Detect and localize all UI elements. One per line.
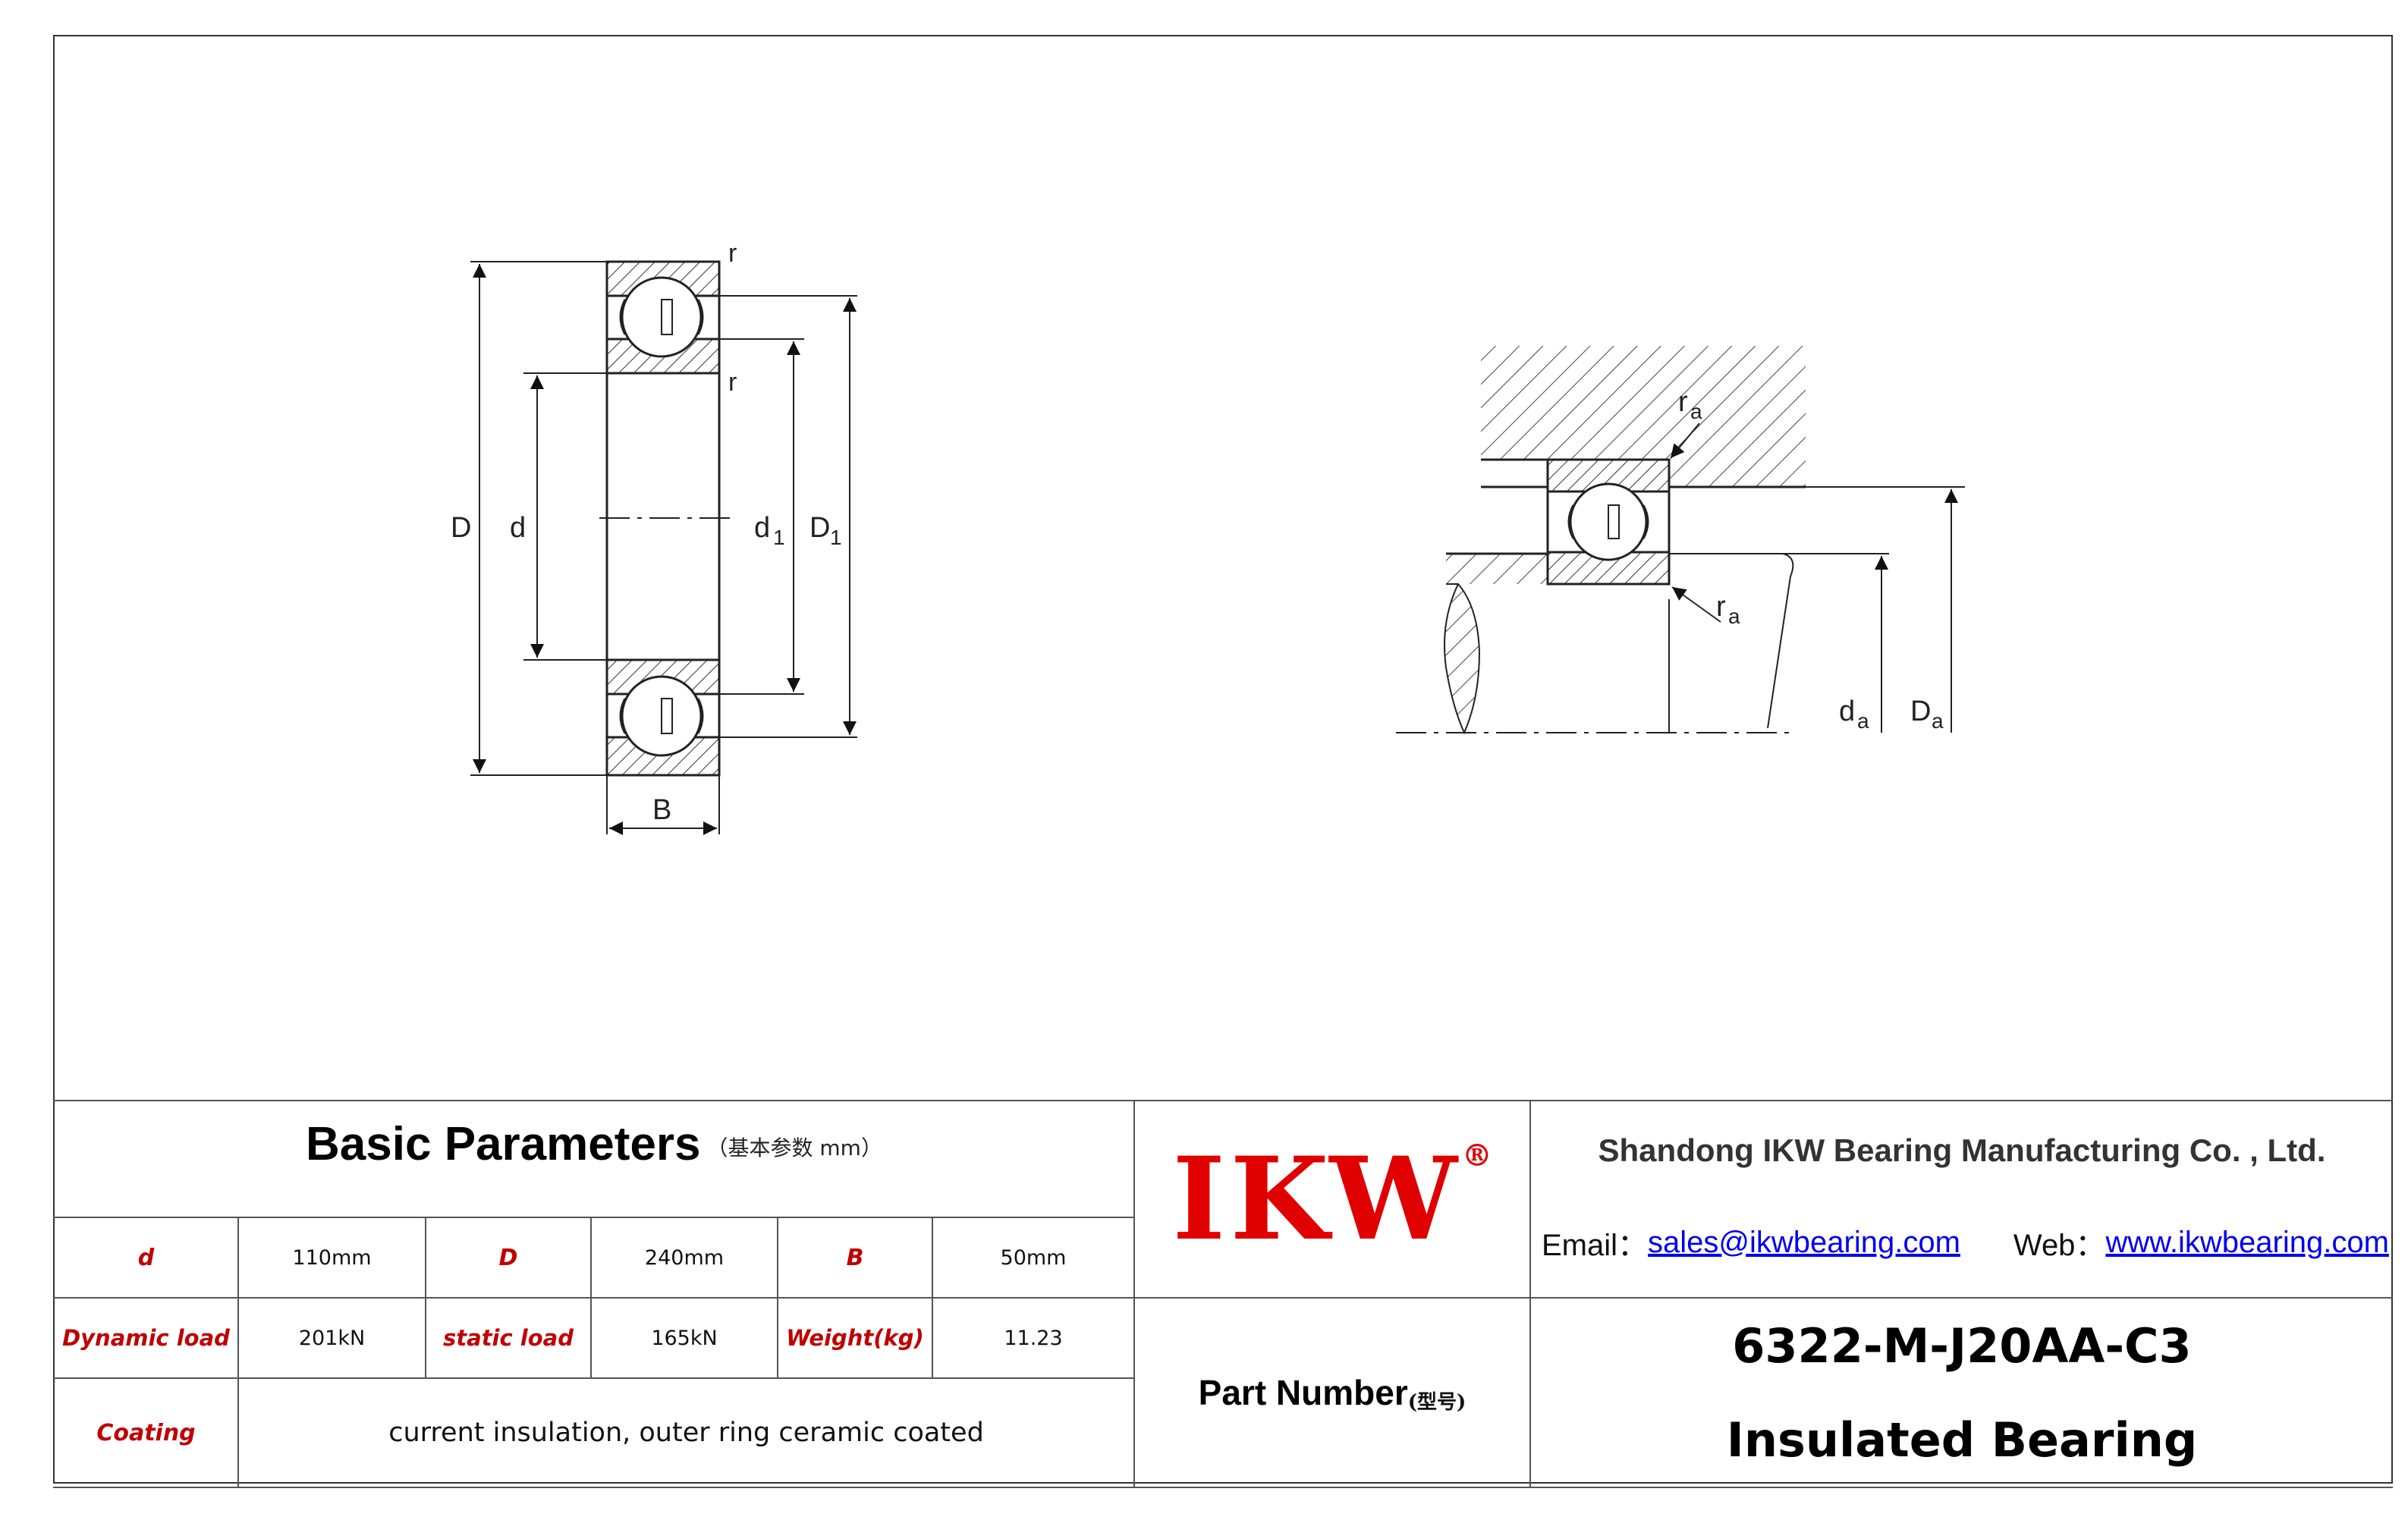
part-number-value: 6322-M-J20AA-C3 (1732, 1317, 2192, 1374)
label-D: D (451, 512, 471, 544)
block-bottom-border (53, 1487, 2393, 1488)
email-link[interactable]: sales@ikwbearing.com (1648, 1225, 1960, 1259)
label-r-top: r (728, 239, 737, 268)
label-D1: D (809, 512, 830, 544)
part-number-label: Part Number (1198, 1373, 1408, 1412)
param-label-dynamic-load: Dynamic load (62, 1325, 230, 1351)
mounting-drawing (1396, 346, 1965, 735)
label-ra-bottom: r (1716, 591, 1726, 623)
params-unit-note: （基本参数 mm） (706, 1135, 882, 1160)
param-label-static-load: static load (443, 1325, 574, 1351)
drawing-sheet-frame (53, 35, 2393, 1484)
label-d: d (510, 512, 526, 544)
param-label-B: B (846, 1244, 864, 1271)
label-ra-bottom-sub: a (1728, 605, 1740, 628)
web-label: Web： (2013, 1229, 2106, 1262)
label-Da-sub: a (1932, 709, 1944, 733)
bearing-section-drawing (470, 260, 857, 835)
param-label-coating: Coating (96, 1419, 196, 1446)
param-value-D: 240mm (644, 1245, 725, 1270)
param-value-d: 110mm (292, 1245, 372, 1270)
label-r-mid: r (728, 368, 737, 397)
company-name: Shandong IKW Bearing Manufacturing Co. ,… (1598, 1132, 2326, 1168)
params-header: Basic Parameters （基本参数 mm） (55, 1101, 1133, 1217)
ikw-logo-text: IKW (1172, 1132, 1462, 1266)
label-ra-top-sub: a (1690, 400, 1702, 423)
company-contacts: Email： sales@ikwbearing.com Web： www.ikw… (1542, 1220, 2391, 1265)
email-label: Email： (1542, 1229, 1649, 1262)
ikw-logo: IKW ® (1135, 1101, 1529, 1297)
param-value-coating: current insulation, outer ring ceramic c… (388, 1418, 984, 1448)
param-label-D: D (498, 1244, 518, 1271)
param-value-static-load: 165kN (651, 1326, 718, 1350)
web-link[interactable]: www.ikwbearing.com (2105, 1225, 2389, 1259)
param-label-weight: Weight(kg) (786, 1325, 924, 1351)
label-da-sub: a (1857, 709, 1869, 733)
label-da: d (1839, 696, 1855, 727)
label-d1: d (754, 512, 770, 544)
bearing-type: Insulated Bearing (1726, 1412, 2198, 1468)
part-number-note: (型号) (1407, 1390, 1466, 1414)
mounting-labels: r a r a d a D a (1678, 386, 1944, 733)
param-label-d: d (137, 1244, 155, 1271)
label-D1-sub: 1 (830, 526, 842, 549)
param-value-weight: 11.23 (1004, 1326, 1063, 1350)
ikw-registered-mark: ® (1461, 1138, 1492, 1173)
part-number-label-cell: Part Number (型号) (1135, 1299, 1529, 1487)
label-Da: D (1910, 696, 1931, 727)
label-B: B (652, 794, 671, 826)
block-top-border (53, 1100, 2393, 1101)
param-value-B: 50mm (1000, 1245, 1067, 1270)
label-d1-sub: 1 (773, 526, 785, 549)
label-ra-top: r (1678, 386, 1688, 418)
param-value-dynamic-load: 201kN (298, 1326, 366, 1350)
bearing-section-labels: D d d 1 D 1 B r r (451, 239, 842, 826)
params-title: Basic Parameters (306, 1117, 701, 1170)
